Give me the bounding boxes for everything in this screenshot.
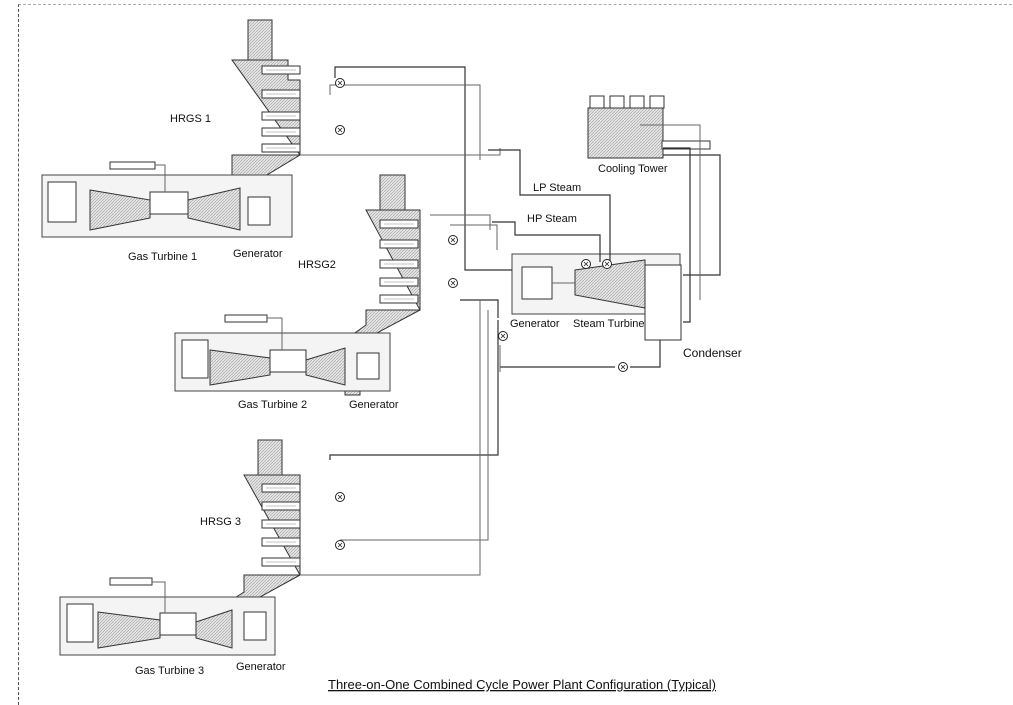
cooling-tower-label: Cooling Tower bbox=[598, 163, 668, 175]
hp-steam-label: HP Steam bbox=[527, 213, 577, 225]
generator-st-label: Generator bbox=[510, 318, 560, 330]
condenser bbox=[644, 264, 682, 341]
hrsg-3-label: HRSG 3 bbox=[200, 516, 241, 528]
generator-1-label: Generator bbox=[233, 248, 283, 260]
condenser-label: Condenser bbox=[683, 346, 742, 360]
steam-pipes bbox=[300, 66, 721, 576]
hrsg-1-label: HRGS 1 bbox=[170, 113, 211, 125]
gas-turbine-1 bbox=[41, 161, 293, 238]
hrsg-2-label: HRSG2 bbox=[298, 259, 336, 271]
gas-turbine-1-label: Gas Turbine 1 bbox=[128, 251, 197, 263]
gas-turbine-3-label: Gas Turbine 3 bbox=[135, 665, 204, 677]
gas-turbine-2 bbox=[174, 314, 391, 392]
lp-steam-label: LP Steam bbox=[533, 182, 581, 194]
gas-turbine-2-label: Gas Turbine 2 bbox=[238, 399, 307, 411]
generator-3-label: Generator bbox=[236, 661, 286, 673]
diagram-frame bbox=[18, 4, 1012, 705]
generator-2-label: Generator bbox=[349, 399, 399, 411]
steam-turbine-label: Steam Turbine bbox=[573, 318, 645, 330]
diagram-caption: Three-on-One Combined Cycle Power Plant … bbox=[328, 677, 716, 692]
cooling-tower bbox=[587, 95, 711, 159]
gas-turbine-3 bbox=[59, 577, 276, 656]
component-box-marks bbox=[266, 69, 414, 563]
